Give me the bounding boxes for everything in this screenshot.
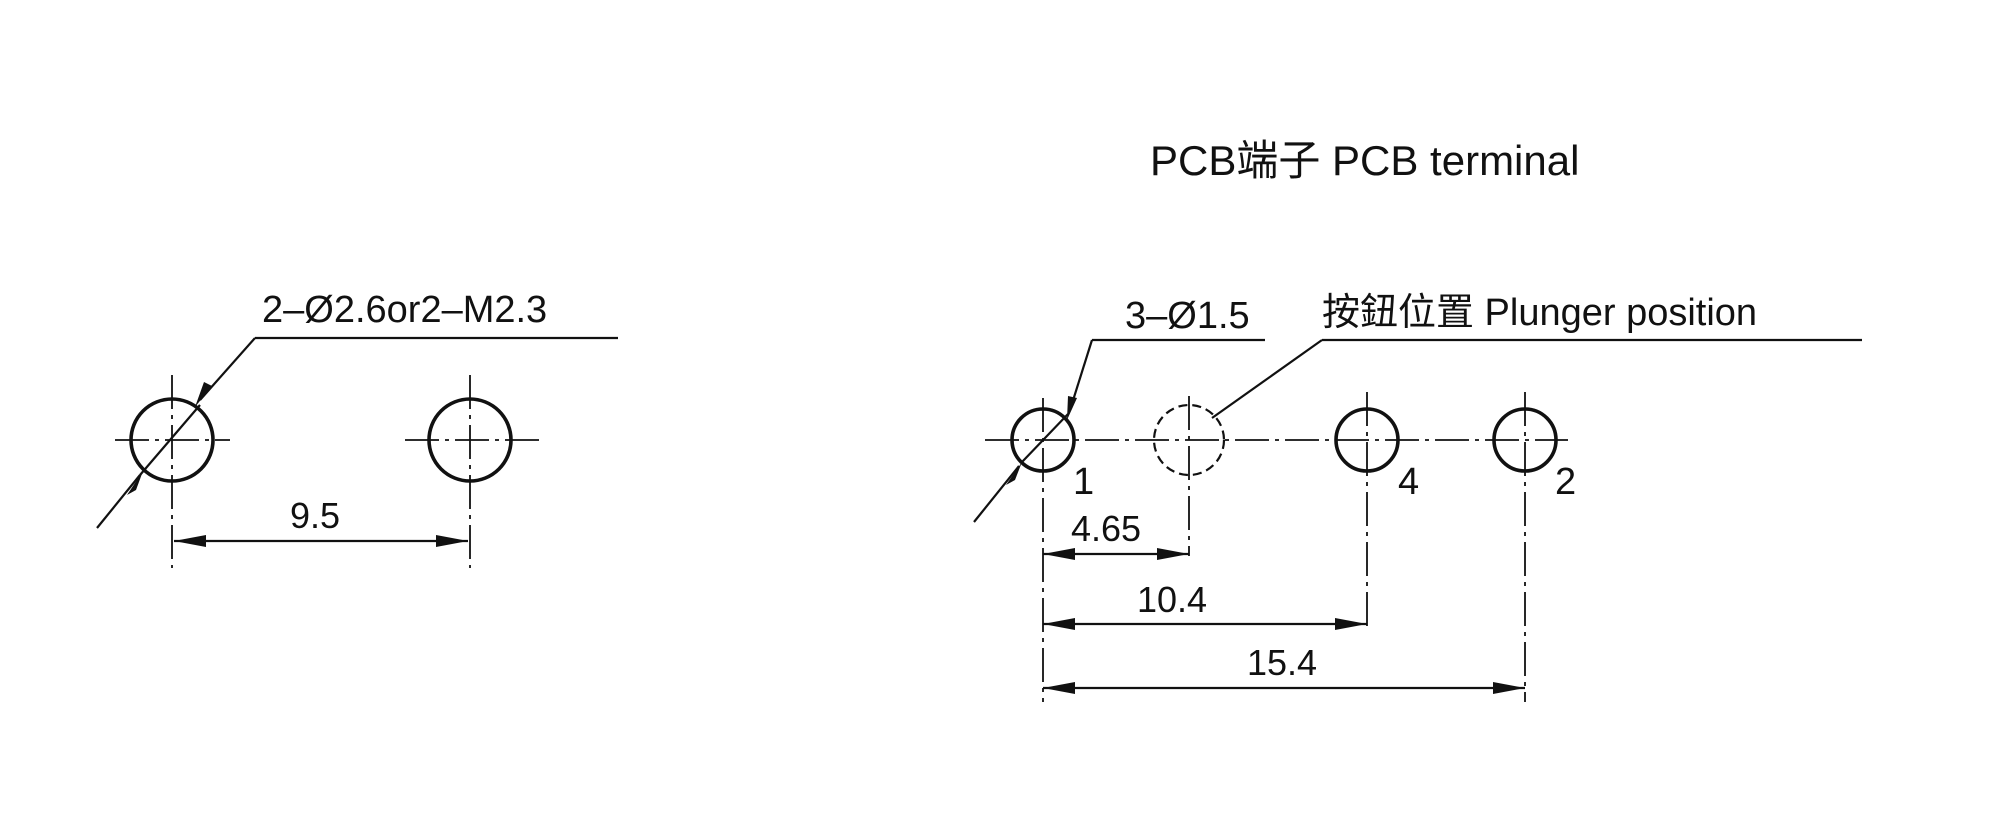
dim-arrow-right: [1157, 548, 1189, 560]
pcb-terminal-view: PCB端子 PCB terminal 1 4 2 3–Ø1.5 按鈕位置 Plu…: [973, 137, 1862, 702]
diameter-leader-lower: [96, 474, 141, 529]
dim-arrow-left: [174, 535, 206, 547]
dim-arrow-left: [1043, 618, 1075, 630]
dim-arrow-left: [1043, 548, 1075, 560]
dim-arrow-right: [1493, 682, 1525, 694]
left-mounting-view: 2–Ø2.6or2–M2.3 9.5: [96, 289, 618, 568]
pcb-terminal-title: PCB端子 PCB terminal: [1150, 137, 1579, 184]
diameter-through-line: [139, 404, 201, 476]
pin-hole-callout-label: 3–Ø1.5: [1125, 295, 1250, 337]
plunger-leader: [1211, 339, 1323, 419]
hole-callout-label: 2–Ø2.6or2–M2.3: [262, 289, 547, 331]
diameter-leader-lower: [973, 465, 1020, 523]
dimension-label-10-4: 10.4: [1137, 579, 1207, 620]
dim-arrow-right: [1335, 618, 1367, 630]
leader-arrowhead: [1067, 396, 1077, 420]
plunger-position-marker: [1152, 403, 1226, 477]
pin-number-4: 4: [1398, 461, 1419, 503]
dim-arrow-right: [436, 535, 468, 547]
dimension-label-15-4: 15.4: [1247, 642, 1317, 683]
leader-arrowhead: [195, 382, 212, 407]
spacing-dimension-label: 9.5: [290, 495, 340, 536]
pin-number-2: 2: [1555, 461, 1576, 503]
plunger-position-label: 按鈕位置 Plunger position: [1322, 292, 1757, 334]
pin-number-1: 1: [1073, 461, 1094, 503]
leader-arrowhead: [127, 471, 143, 495]
leader-arrowhead: [1006, 462, 1022, 485]
diameter-through-line: [1021, 413, 1069, 463]
dimension-label-4-65: 4.65: [1071, 508, 1141, 549]
dim-arrow-left: [1043, 682, 1075, 694]
diameter-leader-upper: [199, 337, 256, 401]
